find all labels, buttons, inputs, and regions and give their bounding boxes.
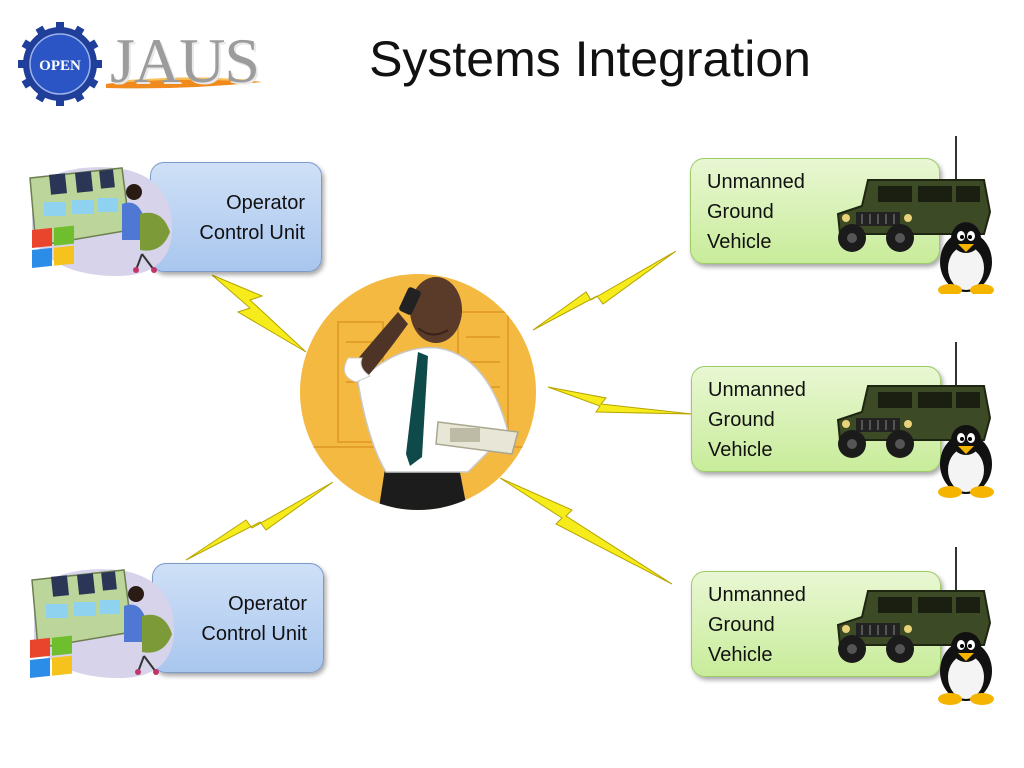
operator-control-unit-box[interactable]: Operator Control Unit [150, 162, 322, 272]
lightning-bolt-icon [532, 250, 677, 331]
page-title: Systems Integration [369, 31, 811, 87]
ugv-label-line2: Ground [708, 409, 775, 431]
businessman-on-phone-icon [300, 274, 536, 510]
ocu-label-line1: Operator [228, 593, 307, 615]
ocu-label-line1: Operator [226, 192, 305, 214]
logo-swoosh [106, 77, 262, 89]
humvee-icon [836, 547, 994, 705]
operator-control-unit-box[interactable]: Operator Control Unit [152, 563, 324, 673]
tux-penguin-icon [938, 425, 994, 498]
ugv-label-line1: Unmanned [708, 584, 806, 606]
ugv-label-line2: Ground [708, 614, 775, 636]
lightning-bolt-icon [185, 481, 334, 561]
ugv-label-line3: Vehicle [707, 231, 772, 253]
ugv-label-line1: Unmanned [707, 171, 805, 193]
ugv-label-line2: Ground [707, 201, 774, 223]
tux-penguin-icon [938, 223, 994, 294]
lightning-bolt-icon [211, 274, 307, 353]
ocu-label-line2: Control Unit [199, 222, 305, 244]
ugv-label-line1: Unmanned [708, 379, 806, 401]
humvee-icon [836, 342, 994, 498]
lightning-bolt-icon [547, 386, 693, 415]
gear-seal-icon: OPEN [18, 22, 102, 106]
operator-console-icon [29, 167, 172, 277]
windows-logo-icon [30, 635, 72, 678]
humvee-icon [836, 136, 994, 294]
windows-logo-icon [32, 225, 74, 268]
ugv-label-line3: Vehicle [708, 644, 773, 666]
logo-wordmark: JAUS [110, 25, 260, 96]
tux-penguin-icon [938, 632, 994, 705]
logo-seal-text: OPEN [39, 58, 81, 74]
openjaus-logo: OPEN JAUS [18, 22, 268, 112]
operator-console-icon [30, 569, 174, 679]
lightning-bolt-icon [499, 477, 673, 585]
ugv-label-line3: Vehicle [708, 439, 773, 461]
ocu-label-line2: Control Unit [201, 623, 307, 645]
